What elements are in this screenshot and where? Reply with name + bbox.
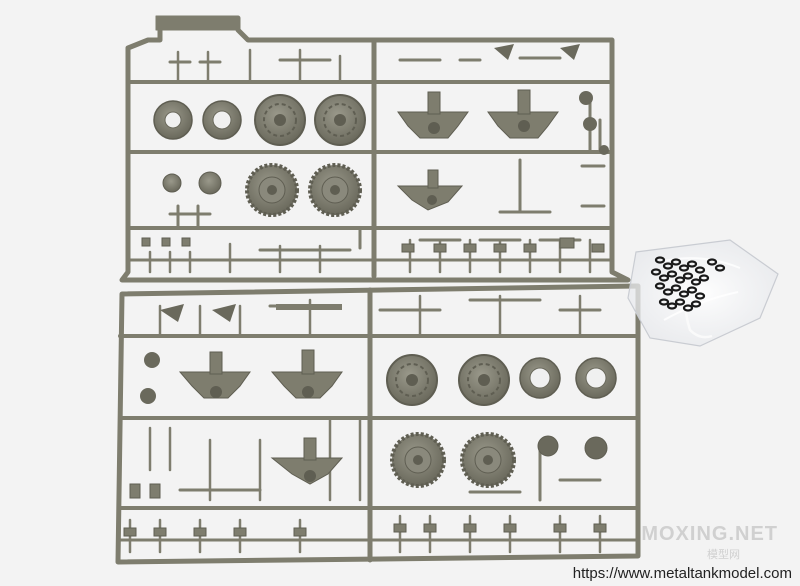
lower-sprue-parts (123, 304, 617, 537)
upper-sprue-parts (141, 44, 609, 253)
chain-bag (627, 239, 779, 347)
lower-sprue (115, 283, 641, 565)
watermark-brand: MOXING.NET (641, 523, 778, 545)
upper-sprue (119, 15, 631, 283)
watermark-url: https://www.metaltankmodel.com (572, 565, 792, 582)
watermark-subtitle: 模型网 (707, 549, 740, 561)
